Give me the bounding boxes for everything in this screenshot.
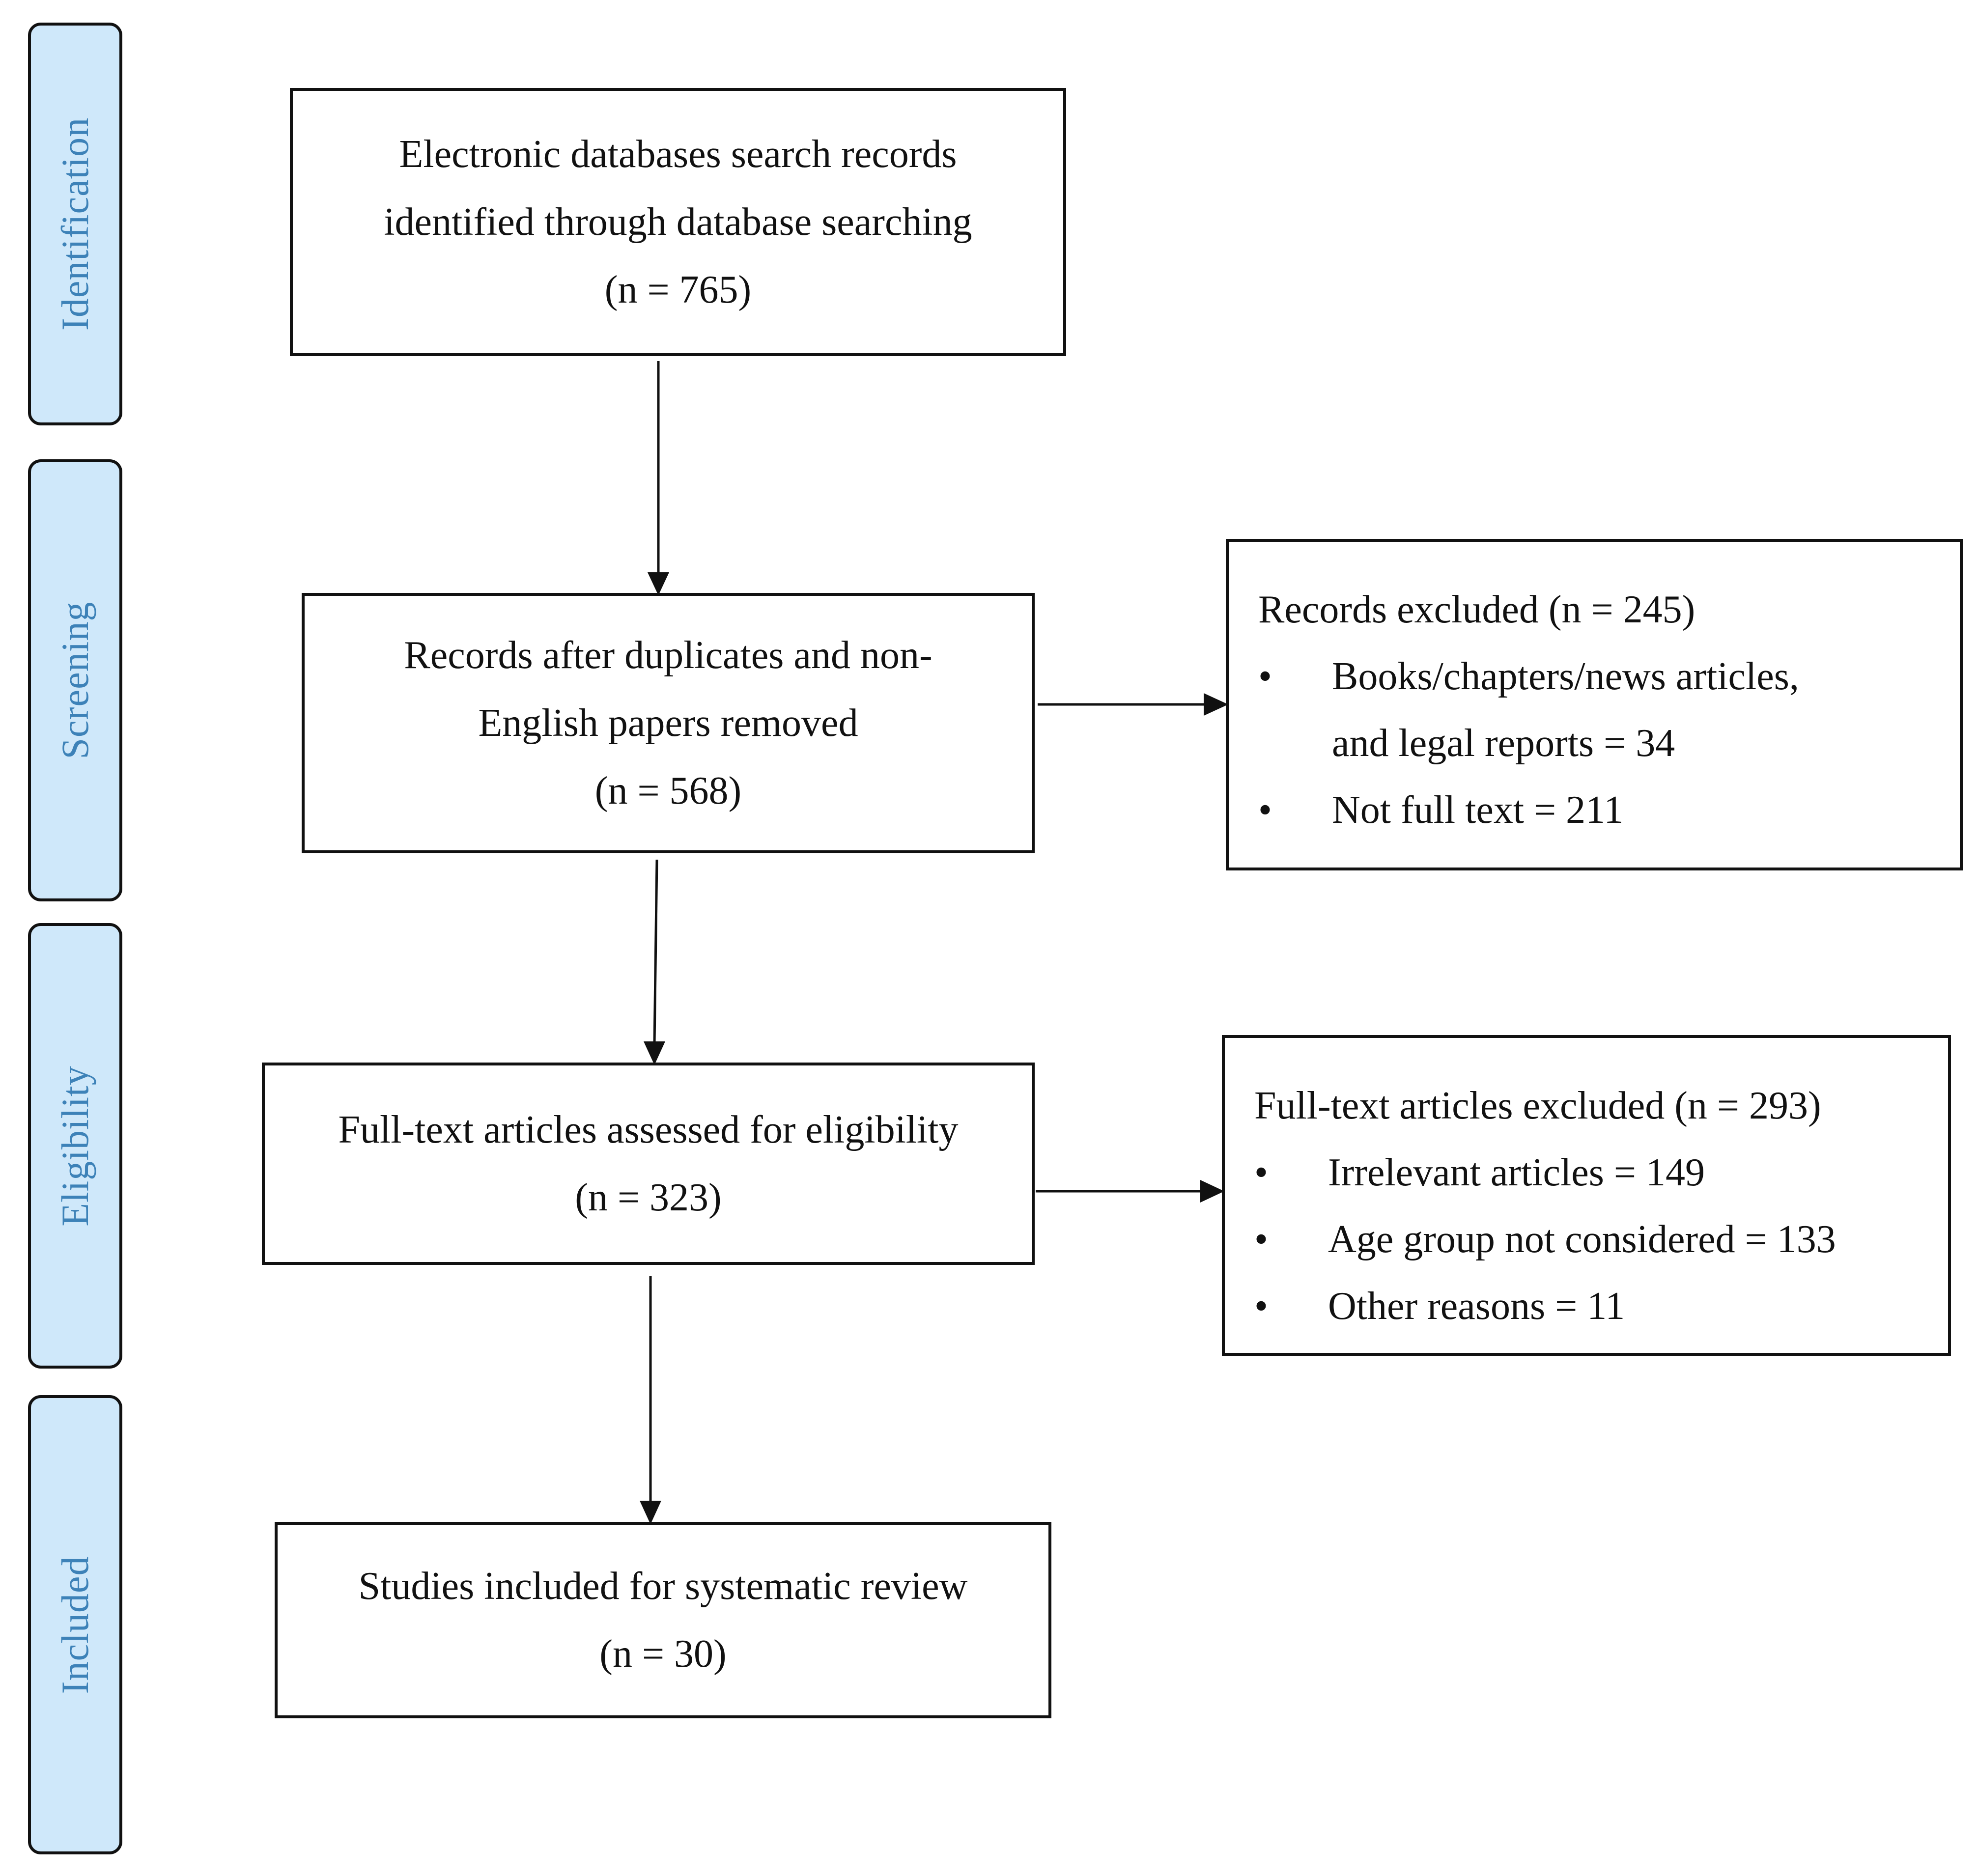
identification-line2: identified through database searching — [384, 200, 972, 244]
included-line1: Studies included for systematic review — [358, 1565, 968, 1608]
arrow-screening-to-excluded-head — [1204, 693, 1228, 716]
bullet-icon: • — [1254, 1151, 1269, 1194]
phase-screening: Screening — [28, 459, 122, 901]
fulltext-excluded-item-other: • Other reasons = 11 — [1254, 1273, 1948, 1340]
fulltext-excluded-item-age-group-label: Age group not considered = 133 — [1328, 1218, 1836, 1261]
arrow-screening-to-eligibility-shaft — [653, 859, 658, 1044]
fulltext-excluded-title: Full-text articles excluded (n = 293) — [1254, 1084, 1821, 1127]
included-box: Studies included for systematic review (… — [275, 1522, 1051, 1718]
arrow-identification-to-screening-head — [648, 572, 669, 595]
bullet-icon: • — [1258, 655, 1272, 698]
fulltext-excluded-box: Full-text articles excluded (n = 293) • … — [1222, 1035, 1951, 1356]
arrow-screening-to-eligibility-head — [644, 1041, 665, 1065]
identification-count: (n = 765) — [604, 268, 752, 311]
arrow-eligibility-to-included-head — [640, 1501, 661, 1524]
screening-line2: English papers removed — [478, 701, 858, 745]
fulltext-excluded-item-irrelevant-label: Irrelevant articles = 149 — [1328, 1151, 1705, 1194]
records-excluded-item-books: • Books/chapters/news articles, — [1258, 643, 1960, 710]
records-excluded-box: Records excluded (n = 245) • Books/chapt… — [1226, 539, 1963, 870]
records-excluded-title: Records excluded (n = 245) — [1258, 588, 1695, 631]
fulltext-excluded-item-other-label: Other reasons = 11 — [1328, 1285, 1625, 1328]
bullet-icon: • — [1258, 788, 1272, 832]
fulltext-excluded-item-age-group: • Age group not considered = 133 — [1254, 1206, 1948, 1273]
eligibility-count: (n = 323) — [575, 1176, 722, 1219]
eligibility-line1: Full-text articles assessed for eligibil… — [338, 1108, 959, 1151]
records-excluded-item-not-full-text: • Not full text = 211 — [1258, 777, 1960, 843]
phase-identification: Identification — [28, 23, 122, 425]
screening-line1: Records after duplicates and non- — [404, 634, 932, 677]
records-excluded-item-books-line1: Books/chapters/news articles, — [1332, 655, 1799, 698]
eligibility-box: Full-text articles assessed for eligibil… — [262, 1063, 1035, 1265]
screening-count: (n = 568) — [594, 769, 742, 812]
identification-box: Electronic databases search records iden… — [290, 88, 1066, 356]
bullet-icon: • — [1254, 1285, 1269, 1328]
bullet-icon: • — [1254, 1218, 1269, 1261]
screening-box: Records after duplicates and non- Englis… — [302, 593, 1035, 853]
identification-line1: Electronic databases search records — [399, 133, 957, 176]
phase-eligibility: Eligibility — [28, 923, 122, 1369]
phase-included: Included — [28, 1395, 122, 1854]
arrow-eligibility-to-excluded-head — [1200, 1180, 1224, 1203]
records-excluded-item-books-line2: and legal reports = 34 — [1332, 722, 1675, 765]
included-count: (n = 30) — [599, 1632, 727, 1676]
records-excluded-item-not-full-text-label: Not full text = 211 — [1332, 788, 1624, 832]
fulltext-excluded-item-irrelevant: • Irrelevant articles = 149 — [1254, 1139, 1948, 1206]
